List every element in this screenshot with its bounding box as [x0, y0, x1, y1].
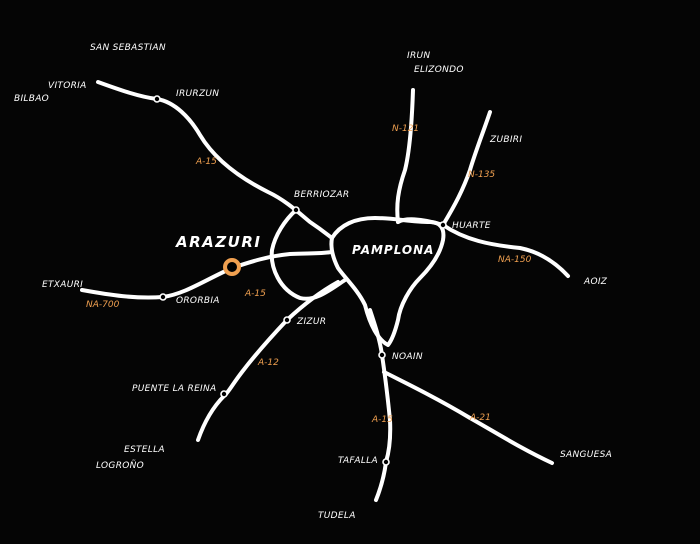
label-tudela: TUDELA — [318, 511, 356, 521]
road-label-a15-south: A-15 — [371, 415, 393, 425]
town-marker-irurzun — [153, 95, 161, 103]
town-marker-berriozar — [292, 206, 300, 214]
label-zizur: ZIZUR — [296, 317, 326, 327]
town-markers — [153, 95, 447, 466]
town-marker-puente-la-reina — [220, 390, 228, 398]
label-arazuri: ARAZURI — [175, 233, 261, 251]
road-ring-inner-north — [396, 217, 445, 227]
label-zubiri: ZUBIRI — [489, 135, 522, 145]
road-label-n121: N-121 — [392, 124, 419, 134]
road-west-bypass — [269, 208, 347, 301]
road-labels: A-15 N-121 N-135 NA-150 NA-700 A-15 A-12… — [86, 124, 532, 425]
road-label-a21: A-21 — [469, 413, 491, 423]
town-marker-noain — [378, 351, 386, 359]
road-label-a15-west: A-15 — [244, 289, 266, 299]
road-label-a15-north: A-15 — [195, 157, 217, 167]
label-logrono: LOGROÑO — [96, 460, 144, 471]
label-tafalla: TAFALLA — [338, 456, 378, 466]
place-labels: SAN SEBASTIAN VITORIA BILBAO IRURZUN IRU… — [14, 43, 612, 521]
town-marker-tafalla — [382, 458, 390, 466]
label-noain: NOAIN — [392, 352, 423, 362]
label-pamplona: PAMPLONA — [352, 243, 434, 257]
road-label-na700: NA-700 — [86, 300, 120, 310]
label-san-sebastian: SAN SEBASTIAN — [90, 43, 166, 53]
label-irurzun: IRURZUN — [176, 89, 219, 99]
label-bilbao: BILBAO — [14, 94, 49, 104]
road-label-a12: A-12 — [257, 358, 279, 368]
road-arazuri-link — [230, 250, 334, 270]
road-pamplona-ring — [329, 216, 446, 347]
road-a21 — [382, 370, 554, 465]
label-berriozar: BERRIOZAR — [294, 190, 349, 200]
label-vitoria: VITORIA — [48, 81, 87, 91]
road-a15-south — [374, 353, 393, 502]
label-ororbia: ORORBIA — [176, 296, 220, 306]
town-marker-huarte — [439, 221, 447, 229]
label-etxauri: ETXAURI — [42, 280, 83, 290]
town-marker-ororbia — [159, 293, 167, 301]
road-label-n135: N-135 — [468, 170, 495, 180]
label-irun: IRUN — [407, 51, 430, 61]
road-n135 — [441, 110, 492, 227]
label-puente-la-reina: PUENTE LA REINA — [132, 384, 217, 394]
town-marker-zizur — [283, 316, 291, 324]
road-noain-trunk — [368, 308, 384, 357]
label-estella: ESTELLA — [124, 445, 165, 455]
road-label-na150: NA-150 — [498, 255, 532, 265]
label-aoiz: AOIZ — [583, 277, 608, 287]
road-na150 — [441, 223, 570, 278]
road-a12 — [196, 280, 340, 442]
roads — [80, 80, 570, 502]
label-huarte: HUARTE — [452, 221, 491, 231]
highlight-marker-arazuri — [223, 258, 241, 276]
road-n121 — [395, 88, 415, 224]
road-na700 — [80, 266, 234, 300]
label-sanguesa: SANGUESA — [560, 450, 612, 460]
label-elizondo: ELIZONDO — [414, 65, 464, 75]
